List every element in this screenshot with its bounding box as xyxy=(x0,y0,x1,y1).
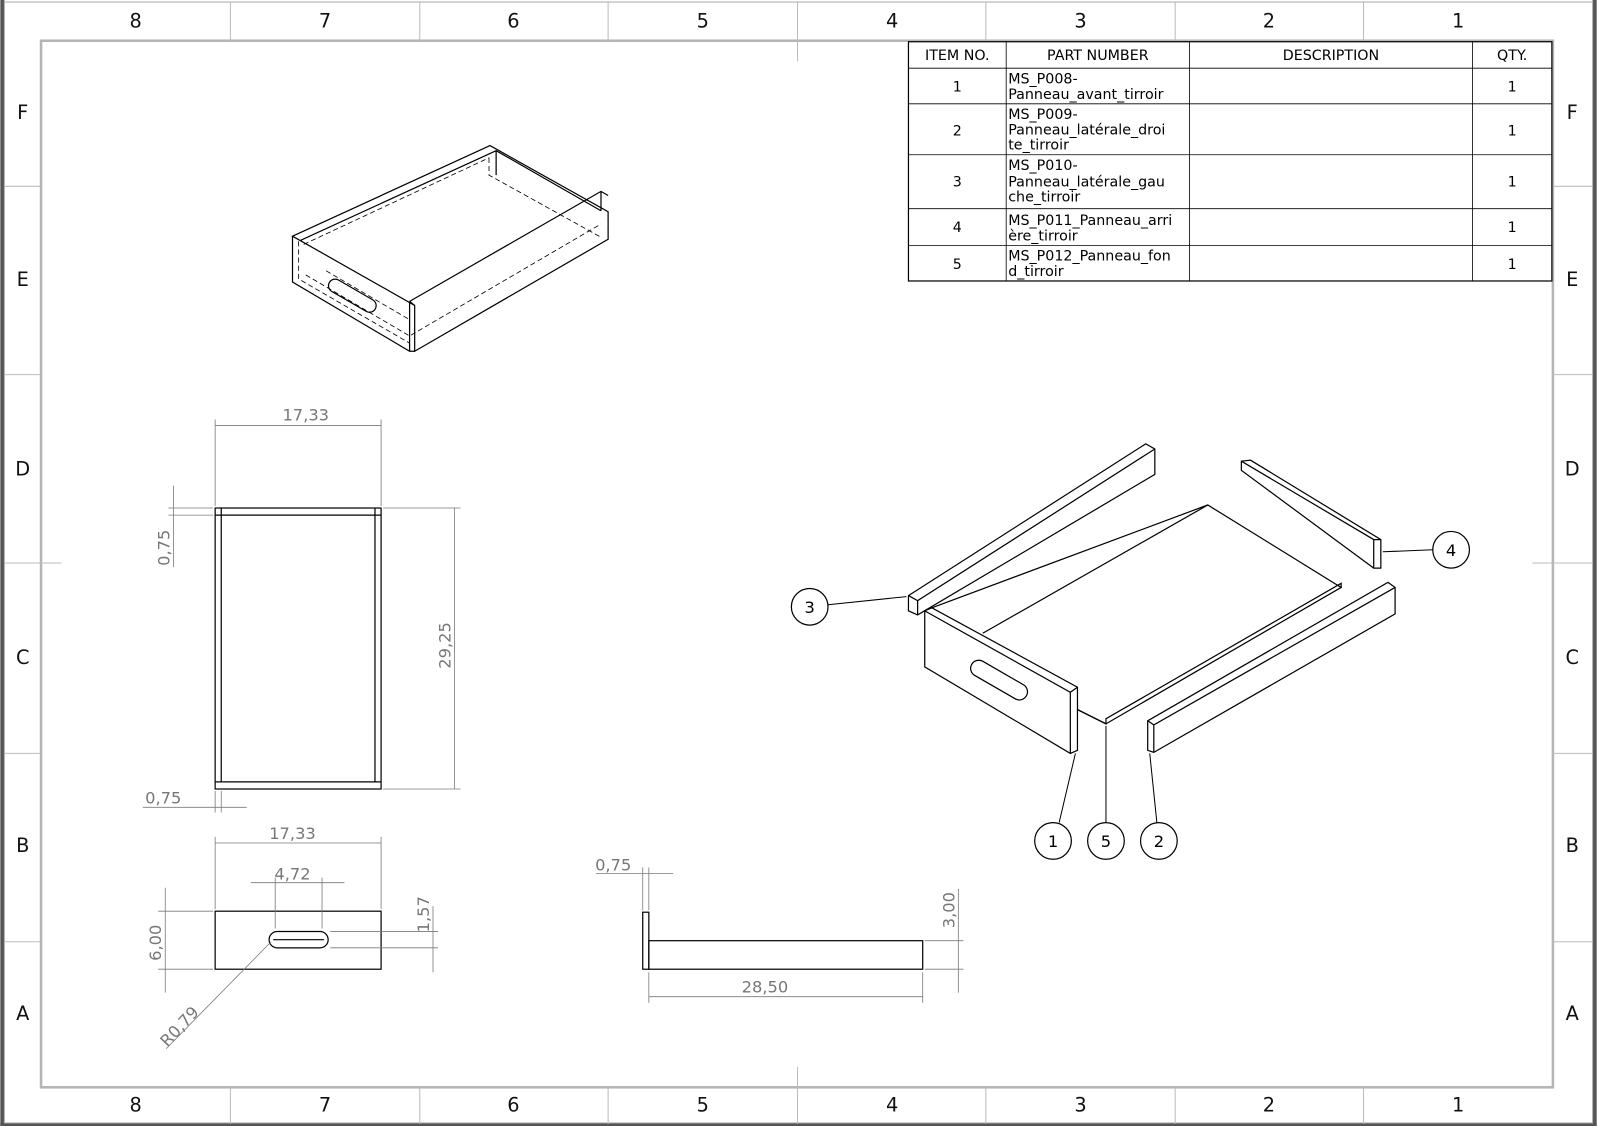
zone-col-3: 3 xyxy=(1074,1094,1086,1117)
table-row: 3 MS_P010- Panneau_latérale_gau che_tirr… xyxy=(953,158,1517,206)
exploded-view xyxy=(907,443,1396,755)
dimension-front-height: 6,00 xyxy=(146,925,165,961)
item-number: 1 xyxy=(953,80,962,96)
zone-col-7: 7 xyxy=(319,9,331,32)
zone-col-2: 2 xyxy=(1263,9,1275,32)
table-row: 5 MS_P012_Panneau_fon d_tirroir 1 xyxy=(953,249,1517,280)
zone-row-d: D xyxy=(15,457,30,480)
dimension-slot-length: 4,72 xyxy=(274,865,310,884)
dimension-side-length: 28,50 xyxy=(742,978,789,997)
zone-col-4: 4 xyxy=(886,1094,898,1117)
balloon-number: 2 xyxy=(1154,832,1164,851)
balloon-number: 4 xyxy=(1446,541,1456,560)
zone-row-c: C xyxy=(16,646,30,669)
quantity: 1 xyxy=(1508,174,1517,190)
part-back-panel xyxy=(1240,459,1382,569)
zone-row-f: F xyxy=(1567,101,1578,124)
dimension-width: 17,33 xyxy=(282,405,329,424)
part-number-line: MS_P011_Panneau_arri xyxy=(1008,213,1172,229)
zone-labels-right: F E D C B A xyxy=(1565,101,1580,1025)
balloon-number: 3 xyxy=(805,598,815,617)
zone-row-a: A xyxy=(1566,1002,1580,1025)
zone-row-f: F xyxy=(17,101,28,124)
dimension-length: 29,25 xyxy=(435,622,454,669)
zone-col-8: 8 xyxy=(130,9,142,32)
zone-col-7: 7 xyxy=(319,1094,331,1117)
zone-col-5: 5 xyxy=(697,9,709,32)
quantity: 1 xyxy=(1508,220,1517,236)
table-row: 1 MS_P008- Panneau_avant_tirroir 1 xyxy=(953,71,1517,102)
part-number-line: Panneau_latérale_gau xyxy=(1008,174,1165,190)
part-number-line: te_tirroir xyxy=(1008,138,1069,154)
part-left-side-panel xyxy=(907,443,1156,616)
part-number-line: d_tirroir xyxy=(1008,264,1064,280)
zone-col-3: 3 xyxy=(1074,9,1086,32)
zone-labels-top: 8 7 6 5 4 3 2 1 xyxy=(130,9,1465,32)
part-number-line: MS_P009- xyxy=(1008,107,1077,123)
dimension-side-height: 3,00 xyxy=(939,892,958,928)
item-number: 3 xyxy=(953,174,962,190)
part-number-line: che_tirroir xyxy=(1008,190,1080,206)
zone-row-b: B xyxy=(1566,834,1579,857)
zone-row-e: E xyxy=(17,268,29,291)
zone-col-4: 4 xyxy=(886,9,898,32)
balloon-5: 5 xyxy=(1087,822,1125,860)
item-number: 2 xyxy=(953,123,962,139)
zone-row-e: E xyxy=(1566,268,1578,291)
part-number-line: Panneau_latérale_droi xyxy=(1008,122,1165,138)
zone-col-2: 2 xyxy=(1263,1094,1275,1117)
balloon-number: 1 xyxy=(1048,832,1058,851)
balloon-4: 4 xyxy=(1432,530,1471,569)
part-front-panel xyxy=(924,607,1079,755)
zone-labels-bottom: 8 7 6 5 4 3 2 1 xyxy=(130,1094,1465,1117)
part-number-line: ère_tirroir xyxy=(1008,228,1078,244)
balloon-3: 3 xyxy=(790,587,829,626)
part-right-side-panel xyxy=(1147,581,1396,754)
balloon-2: 2 xyxy=(1139,822,1178,860)
top-view: 17,33 29,25 0,75 0,75 xyxy=(142,405,461,813)
quantity: 1 xyxy=(1508,123,1517,139)
zone-row-c: C xyxy=(1565,646,1579,669)
header-description: DESCRIPTION xyxy=(1283,48,1379,64)
header-qty: QTY. xyxy=(1497,48,1527,64)
dimension-side-thickness: 0,75 xyxy=(595,855,631,874)
header-item-no: ITEM NO. xyxy=(925,48,990,64)
zone-row-b: B xyxy=(16,834,29,857)
part-number-line: Panneau_avant_tirroir xyxy=(1008,87,1163,103)
dimension-slot-height: 1,57 xyxy=(414,896,433,932)
balloon-1: 1 xyxy=(1034,822,1072,860)
quantity: 1 xyxy=(1508,80,1517,96)
zone-col-1: 1 xyxy=(1452,1094,1464,1117)
part-number-line: MS_P010- xyxy=(1008,158,1077,174)
table-row: 2 MS_P009- Panneau_latérale_droi te_tirr… xyxy=(953,107,1517,154)
dimension-front-width: 17,33 xyxy=(269,824,316,843)
zone-col-6: 6 xyxy=(507,9,519,32)
dimension-panel-thickness: 0,75 xyxy=(154,530,173,566)
zone-labels-left: F E D C B A xyxy=(15,101,30,1025)
quantity: 1 xyxy=(1508,257,1517,273)
zone-dividers xyxy=(4,2,1593,1124)
table-row: 4 MS_P011_Panneau_arri ère_tirroir 1 xyxy=(953,213,1517,244)
zone-row-a: A xyxy=(16,1002,30,1025)
zone-col-8: 8 xyxy=(130,1094,142,1117)
balloon-leaders xyxy=(827,549,1433,823)
header-part-number: PART NUMBER xyxy=(1047,48,1149,64)
zone-col-5: 5 xyxy=(697,1094,709,1117)
item-number: 4 xyxy=(953,220,962,236)
zone-col-1: 1 xyxy=(1452,9,1464,32)
zone-col-6: 6 xyxy=(507,1094,519,1117)
side-view: 0,75 28,50 3,00 xyxy=(595,855,964,1003)
item-number: 5 xyxy=(953,257,962,273)
part-number-line: MS_P012_Panneau_fon xyxy=(1008,249,1171,265)
dimension-bottom-thickness: 0,75 xyxy=(145,788,181,807)
isometric-assembled-view xyxy=(291,144,609,353)
bill-of-materials-table: ITEM NO. PART NUMBER DESCRIPTION QTY. 1 … xyxy=(907,41,1553,282)
balloon-number: 5 xyxy=(1101,832,1111,851)
part-number-line: MS_P008- xyxy=(1008,71,1077,87)
zone-row-d: D xyxy=(1565,457,1580,480)
